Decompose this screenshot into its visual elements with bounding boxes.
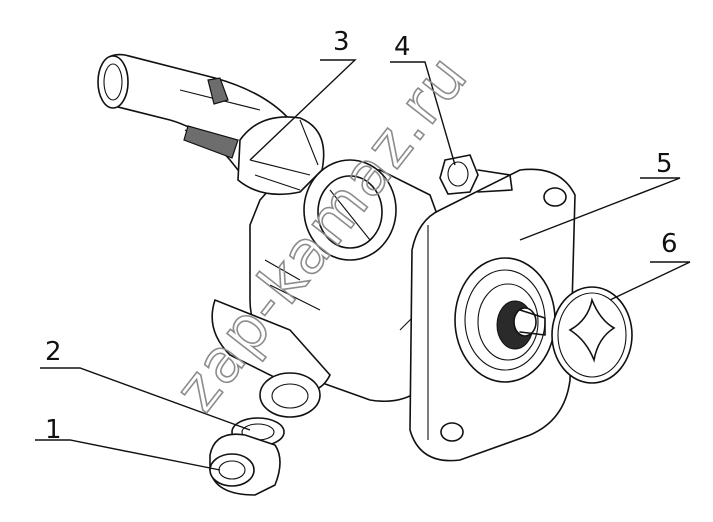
plug-part-1 <box>209 433 281 496</box>
nut-part-4 <box>439 154 513 195</box>
mounting-flange <box>409 168 576 462</box>
callout-3: 3 <box>333 27 350 57</box>
callout-4: 4 <box>394 32 411 62</box>
callout-2: 2 <box>45 337 62 367</box>
callout-1: 1 <box>45 415 62 445</box>
pump-body <box>211 159 451 418</box>
callout-6: 6 <box>661 229 678 259</box>
leader-lines <box>35 59 691 471</box>
cap-part-6 <box>551 286 633 384</box>
callout-5: 5 <box>656 149 673 179</box>
elbow-fitting-part-3 <box>97 53 325 196</box>
